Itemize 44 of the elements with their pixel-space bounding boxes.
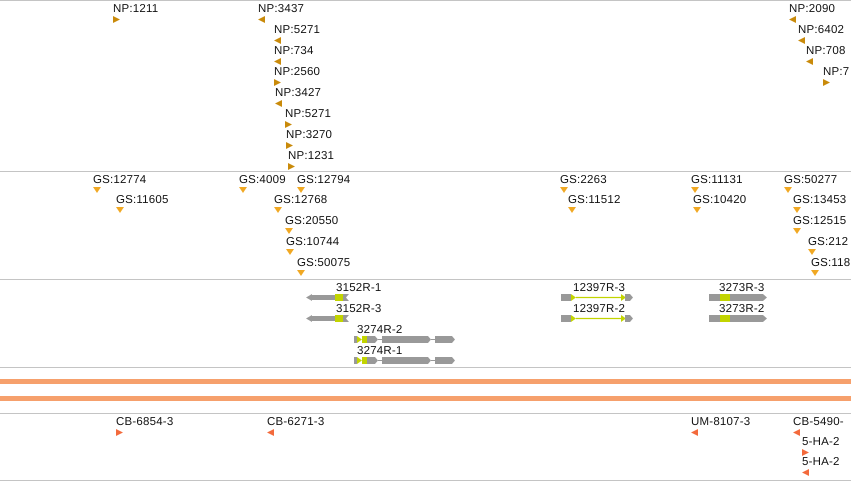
- feature-label: GS:10420: [693, 194, 746, 207]
- feature-label: GS:2263: [560, 174, 607, 187]
- feature-label: 5-HA-2: [802, 436, 840, 449]
- feature-label: GS:12515: [793, 215, 846, 228]
- feature-label: GS:4009: [239, 174, 286, 187]
- feature-label: NP:1231: [288, 150, 334, 163]
- feature-label: 3152R-1: [336, 282, 382, 295]
- feature-label: NP:3427: [275, 87, 322, 100]
- feature-label: NP:2090: [789, 3, 836, 16]
- feature-label: GS:118: [811, 257, 850, 270]
- feature-label: GS:20550: [285, 215, 338, 228]
- feature-label: UM-8107-3: [691, 416, 750, 429]
- feature-label: GS:12794: [297, 174, 350, 187]
- feature-label: NP:734: [274, 45, 314, 58]
- feature-label: GS:13453: [793, 194, 846, 207]
- feature-label: NP:5271: [285, 108, 332, 121]
- feature-label: GS:50075: [297, 257, 350, 270]
- feature-label: GS:212: [808, 236, 848, 249]
- feature-label: GS:11512: [568, 194, 621, 207]
- feature-label: CB-6854-3: [116, 416, 174, 429]
- feature-label: NP:708: [806, 45, 846, 58]
- feature-label: GS:50277: [784, 174, 838, 187]
- feature-label: 12397R-2: [573, 303, 626, 316]
- feature-label: NP:7: [823, 66, 850, 79]
- feature-label: CB-6271-3: [267, 416, 324, 429]
- feature-label: GS:12774: [93, 174, 146, 187]
- feature-label: 5-HA-2: [802, 456, 840, 469]
- feature-label: 3152R-3: [336, 303, 382, 316]
- feature-label: 3273R-3: [719, 282, 765, 295]
- feature-label: GS:11131: [691, 174, 743, 187]
- feature-label: GS:11605: [116, 194, 169, 207]
- feature-label: GS:10744: [286, 236, 340, 249]
- feature-label: 3274R-1: [357, 345, 403, 358]
- feature-label: NP:3437: [258, 3, 304, 16]
- feature-label: NP:3270: [286, 129, 332, 142]
- feature-label: CB-5490-: [793, 416, 844, 429]
- feature-label: 12397R-3: [573, 282, 626, 295]
- feature-label: NP:2560: [274, 66, 320, 79]
- feature-label: GS:12768: [274, 194, 328, 207]
- feature-label: 3273R-2: [719, 303, 765, 316]
- feature-label: NP:6402: [798, 24, 844, 37]
- feature-label: 3274R-2: [357, 324, 403, 337]
- feature-label: NP:5271: [274, 24, 320, 37]
- feature-label: NP:1211: [113, 3, 158, 16]
